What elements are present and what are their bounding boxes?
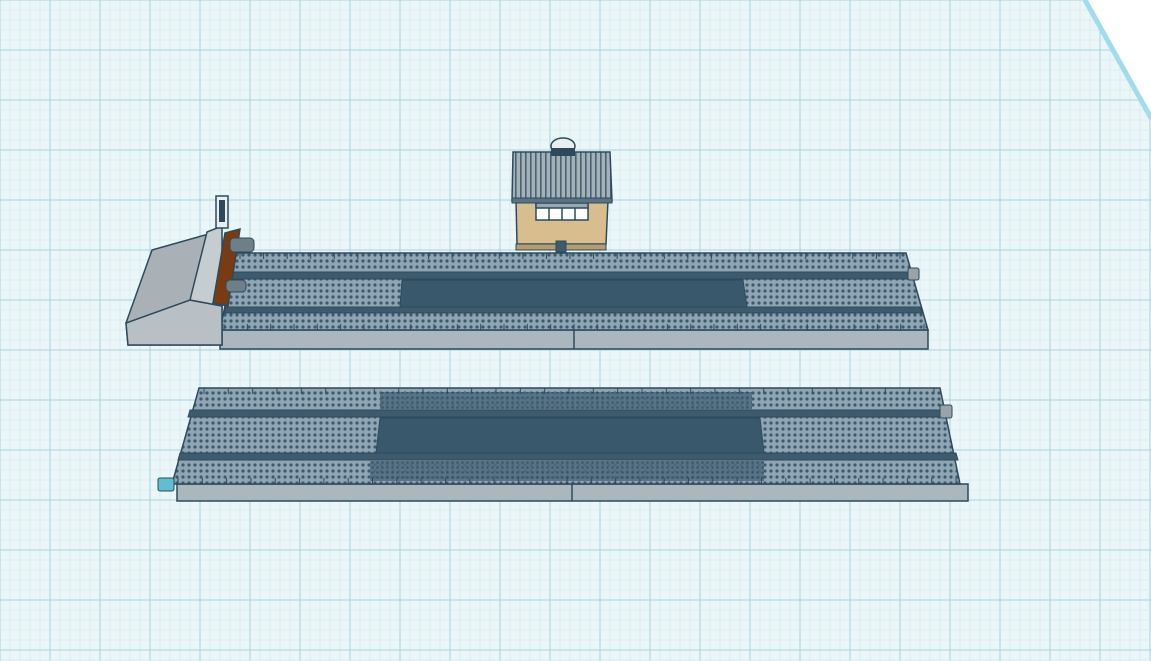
peg-lower-right (939, 404, 953, 419)
track-bed-lower (375, 417, 765, 454)
sleepers-lower (177, 388, 957, 484)
platform-lower[interactable] (157, 387, 969, 502)
cabin-windows (535, 202, 589, 221)
cabin-roof (511, 151, 613, 202)
signal-cabin[interactable] (511, 137, 613, 253)
peg-upper (907, 267, 920, 281)
platform-upper[interactable] (219, 252, 929, 350)
peg-lower-left (157, 477, 175, 492)
buffer-stop[interactable] (125, 195, 255, 346)
cabin-step (555, 240, 567, 253)
sleepers-upper (223, 253, 925, 330)
workplane-edge-line (1082, 0, 1151, 120)
track-bed-upper (399, 279, 748, 308)
